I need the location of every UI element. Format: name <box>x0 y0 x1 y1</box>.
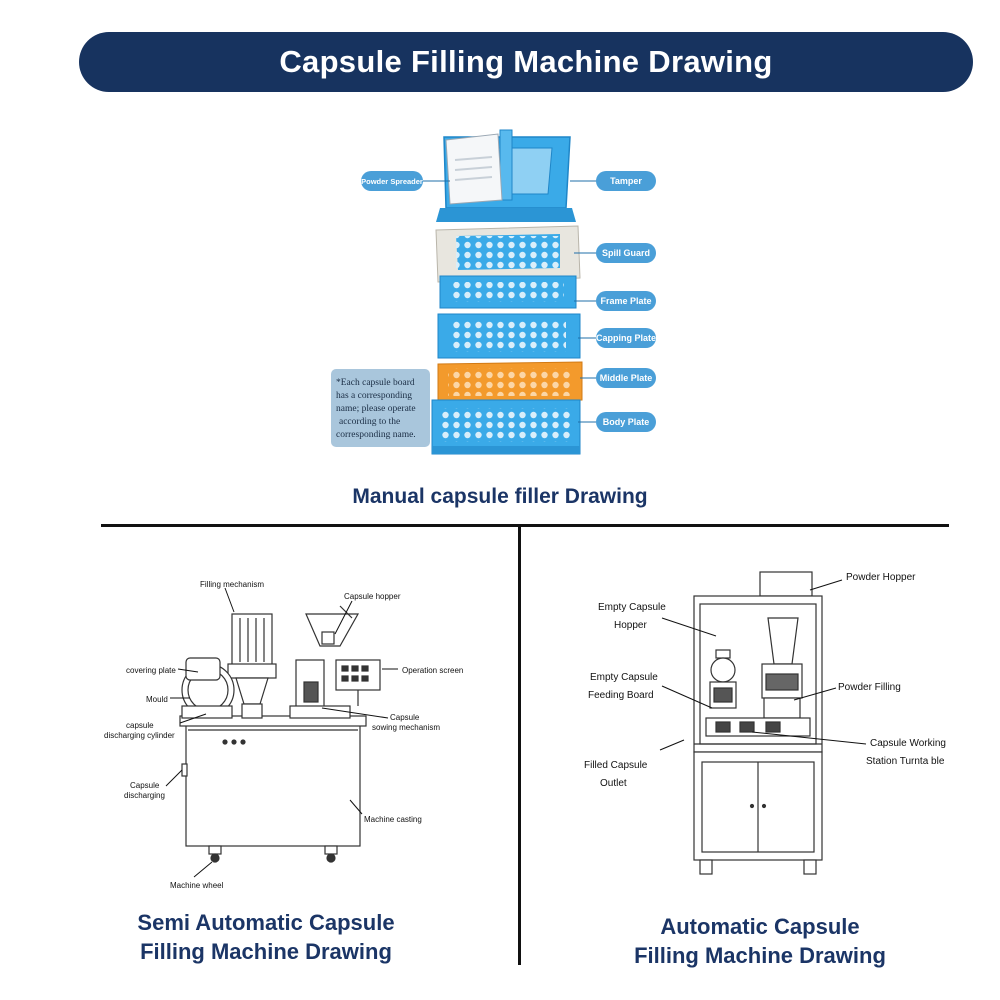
label-empty-hopper-1: Empty Capsule <box>598 602 666 613</box>
label-sowing-2: sowing mechanism <box>372 723 440 732</box>
powder-spreader-part <box>445 133 503 205</box>
label-turntable-2: Station Turnta ble <box>866 756 945 767</box>
label-feeding-1: Empty Capsule <box>590 672 658 683</box>
label-powder-hopper: Powder Hopper <box>846 572 916 583</box>
label-powder-filling: Powder Filling <box>838 682 901 693</box>
label-mould: Mould <box>146 695 168 704</box>
label-powder-spreader: Powder Spreader <box>361 177 423 186</box>
label-outlet-1: Filled Capsule <box>584 760 648 771</box>
label-capsule-hopper: Capsule hopper <box>344 592 401 601</box>
auto-caption-line-1: Automatic Capsule <box>660 914 860 939</box>
middle-plate-part <box>437 361 583 403</box>
capping-plate-part <box>437 313 581 359</box>
frame-plate-part <box>439 275 577 309</box>
label-discharging-cyl-2: discharging cylinder <box>104 731 175 740</box>
section-divider-vertical <box>518 527 521 965</box>
label-capping-plate: Capping Plate <box>596 333 656 343</box>
manual-caption: Manual capsule filler Drawing <box>352 485 648 508</box>
label-feeding-2: Feeding Board <box>588 690 654 701</box>
semi-leader-lines <box>165 587 398 878</box>
semi-caption-line-1: Semi Automatic Capsule <box>137 910 395 935</box>
auto-leader-lines <box>659 579 867 751</box>
note-line-5: corresponding name. <box>336 430 416 440</box>
label-discharging-2: discharging <box>124 791 165 800</box>
note-line-3: name; please operate <box>336 404 416 414</box>
auto-caption: Automatic Capsule Filling Machine Drawin… <box>590 912 930 970</box>
label-turntable-1: Capsule Working <box>870 738 946 749</box>
label-empty-hopper-2: Hopper <box>614 620 647 631</box>
note-line-1: *Each capsule board <box>336 378 415 388</box>
semi-caption: Semi Automatic Capsule Filling Machine D… <box>96 908 436 966</box>
semi-auto-machine-drawing <box>179 605 381 863</box>
label-spill-guard: Spill Guard <box>602 248 650 258</box>
note-line-4: according to the <box>339 417 400 427</box>
note-line-2: has a corresponding <box>336 391 412 401</box>
label-tamper: Tamper <box>610 176 642 186</box>
label-filling-mechanism: Filling mechanism <box>200 580 264 589</box>
label-discharging-1: Capsule <box>130 781 160 790</box>
section-divider-horizontal <box>101 524 949 527</box>
manual-leader-lines <box>422 180 598 423</box>
label-middle-plate: Middle Plate <box>600 373 653 383</box>
label-machine-casting: Machine casting <box>364 815 422 824</box>
label-operation-screen: Operation screen <box>402 666 463 675</box>
auto-machine-drawing <box>693 571 823 875</box>
body-plate-part <box>431 399 581 455</box>
manual-note-box <box>331 369 430 447</box>
semi-caption-line-2: Filling Machine Drawing <box>140 939 392 964</box>
label-outlet-2: Outlet <box>600 778 627 789</box>
label-sowing-1: Capsule <box>390 713 420 722</box>
label-covering-plate: covering plate <box>126 666 176 675</box>
auto-caption-line-2: Filling Machine Drawing <box>634 943 886 968</box>
label-frame-plate: Frame Plate <box>600 296 651 306</box>
label-machine-wheel: Machine wheel <box>170 881 224 890</box>
title-banner: Capsule Filling Machine Drawing <box>79 32 973 92</box>
label-body-plate: Body Plate <box>603 417 650 427</box>
spill-guard-part <box>435 225 581 283</box>
manual-label-pills <box>361 171 656 432</box>
label-discharging-cyl-1: capsule <box>126 721 154 730</box>
page-title: Capsule Filling Machine Drawing <box>279 44 773 79</box>
